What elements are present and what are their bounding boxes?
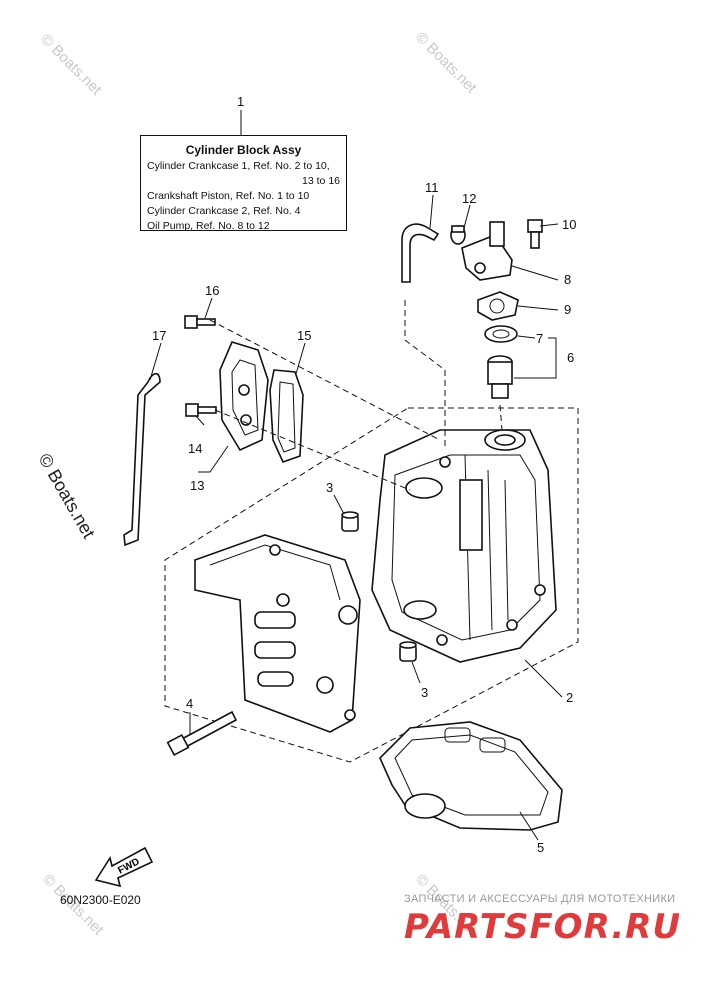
crankcase-2 (194, 534, 361, 733)
callout-3: 3 (326, 480, 333, 495)
callout-labels: 1 2 3 3 4 5 6 7 8 9 10 11 12 13 14 15 16… (152, 94, 576, 855)
cylinder-block (371, 429, 557, 663)
callout-6: 6 (567, 350, 574, 365)
info-line: Oil Pump, Ref. No. 8 to 12 (147, 220, 270, 232)
callout-9: 9 (564, 302, 571, 317)
fwd-arrow: FWD (94, 846, 154, 888)
info-line: Cylinder Crankcase 2, Ref. No. 4 (147, 205, 301, 217)
info-line: Crankshaft Piston, Ref. No. 1 to 10 (147, 190, 310, 202)
fitting (450, 225, 466, 245)
gasket (379, 721, 563, 831)
diagram-code: 60N2300-E020 (60, 893, 141, 907)
shop-logo[interactable]: PARTSFOR.RU (404, 907, 682, 947)
info-line: 13 to 16 (302, 175, 340, 187)
hose (123, 372, 161, 547)
callout-3: 3 (421, 685, 428, 700)
dowel-pin (399, 641, 417, 662)
callout-14: 14 (188, 441, 202, 456)
callout-13: 13 (190, 478, 204, 493)
info-line: Cylinder Crankcase 1, Ref. No. 2 to 10, (147, 160, 330, 172)
bolt (184, 315, 216, 329)
callout-11: 11 (425, 180, 439, 195)
bolt (166, 710, 238, 757)
callout-15: 15 (297, 328, 311, 343)
assembly-boundary (164, 407, 579, 763)
callout-10: 10 (562, 217, 576, 232)
thermostat (487, 355, 513, 399)
callout-4: 4 (186, 696, 193, 711)
seal-ring (484, 325, 518, 343)
bolt (527, 219, 543, 249)
watermark-side: © Boats.net (35, 450, 99, 542)
bolt (185, 403, 217, 417)
shop-tagline: ЗАПЧАСТИ И АКСЕССУАРЫ ДЛЯ МОТОТЕХНИКИ (404, 893, 676, 905)
callout-8: 8 (564, 272, 571, 287)
leader-lines (149, 194, 563, 841)
callout-7: 7 (536, 331, 543, 346)
callout-12: 12 (462, 191, 476, 206)
info-title: Cylinder Block Assy (185, 143, 302, 157)
watermark: © Boats.net (412, 29, 480, 97)
callout-1: 1 (237, 94, 244, 109)
callout-5: 5 (537, 840, 544, 855)
cover-gasket (269, 369, 304, 463)
callout-2: 2 (566, 690, 573, 705)
cover (219, 341, 269, 452)
thermostat-cover (461, 221, 513, 281)
cylinder-block-info-box: Cylinder Block Assy Cylinder Crankcase 1… (140, 135, 347, 232)
watermark: © Boats.net (37, 31, 105, 99)
callout-17: 17 (152, 328, 166, 343)
hose (401, 223, 440, 283)
callout-16: 16 (205, 283, 219, 298)
dowel-pin (341, 511, 359, 532)
thermostat-gasket (477, 291, 519, 321)
